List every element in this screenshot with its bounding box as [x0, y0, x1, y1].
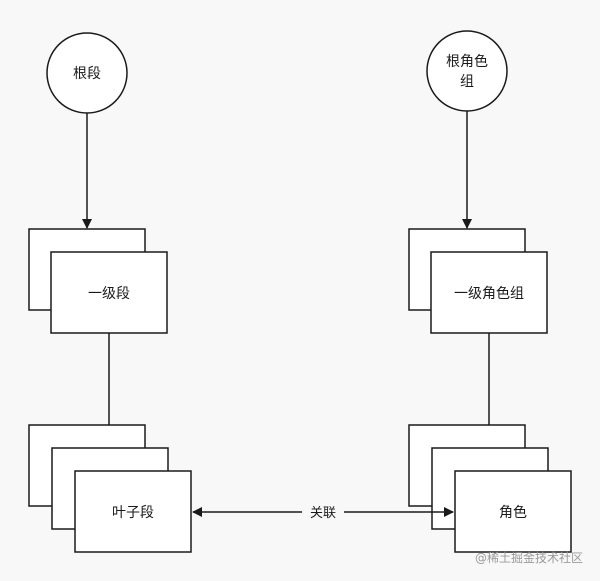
watermark: @稀土掘金技术社区: [475, 550, 583, 565]
role-card-3: [454, 470, 572, 553]
leaf-segment-label: 叶子段: [112, 505, 154, 521]
level1-segment-stack: 一级段: [28, 228, 168, 334]
root-role-group-node: 根角色 组: [426, 30, 508, 112]
level1-role-group-front-card: [430, 251, 548, 334]
leaf-segment-card-3: [74, 470, 192, 553]
association-label: 关联: [310, 506, 336, 521]
root-segment-node: 根段: [46, 32, 128, 114]
role-label: 角色: [499, 504, 527, 521]
role-stack: 角色: [408, 424, 572, 553]
root-role-group-label-line1: 根角色: [446, 53, 488, 70]
root-role-group-label-line2: 组: [460, 74, 474, 90]
level1-role-group-stack: 一级角色组: [408, 228, 548, 334]
association-label-bg: [302, 502, 344, 522]
level1-segment-label: 一级段: [88, 286, 130, 302]
root-segment-label: 根段: [73, 66, 101, 82]
leaf-segment-stack: 叶子段: [28, 424, 192, 553]
level1-role-group-label: 一级角色组: [454, 285, 524, 302]
